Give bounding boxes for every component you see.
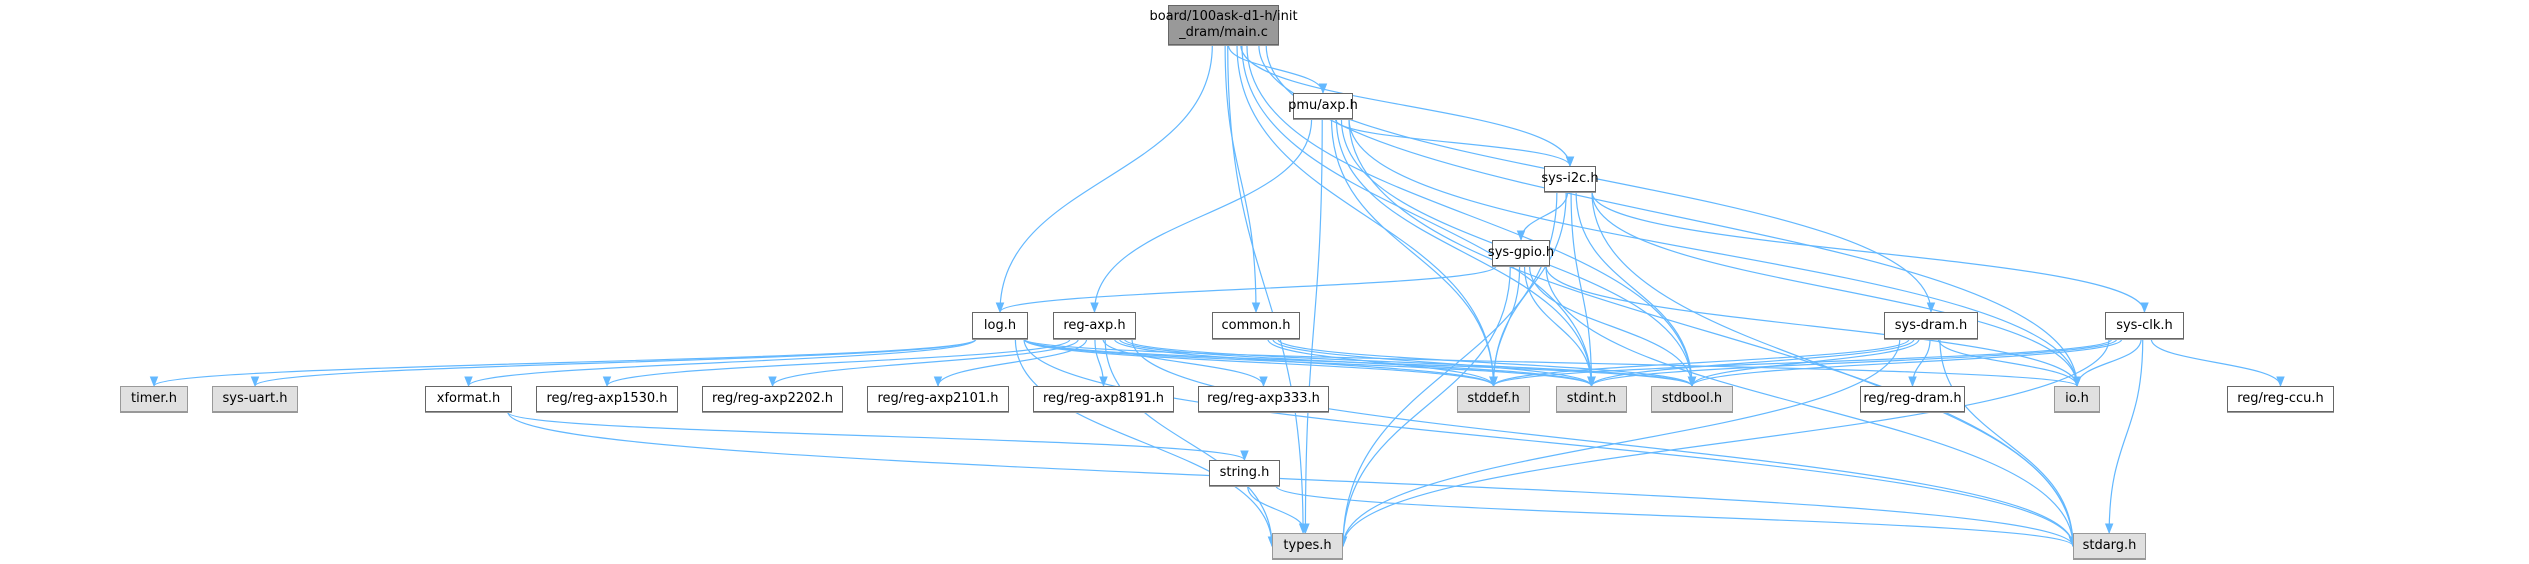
edge-gpio-to-types <box>1338 265 1511 548</box>
node-pmu[interactable]: pmu/axp.h <box>1288 93 1358 119</box>
node-stdint: stdint.h <box>1556 386 1627 412</box>
node-log[interactable]: log.h <box>972 312 1028 339</box>
edge-main-to-pmu <box>1227 44 1328 95</box>
edge-log-to-stdarg <box>1023 338 2078 548</box>
node-uart: sys-uart.h <box>212 386 298 412</box>
node-regdram[interactable]: reg/reg-dram.h <box>1860 386 1965 412</box>
edge-common-to-stddef <box>1267 338 1498 388</box>
edge-clk-to-io <box>2072 338 2142 388</box>
edge-main-to-log <box>995 44 1213 314</box>
edge-xformat-to-string <box>506 411 1249 462</box>
edge-pmu-to-stddef <box>1330 118 1498 388</box>
node-a2202[interactable]: reg/reg-axp2202.h <box>702 386 843 412</box>
edge-pmu-to-regaxp <box>1090 118 1313 314</box>
node-clk[interactable]: sys-clk.h <box>2105 312 2184 339</box>
edge-common-to-stdint <box>1272 338 1596 388</box>
node-stddef: stddef.h <box>1457 386 1530 412</box>
edge-clk-to-types <box>1338 338 2110 548</box>
edge-clk-to-stdarg <box>2104 338 2144 535</box>
edge-pmu-to-i2c <box>1334 118 1575 168</box>
edge-main-to-i2c <box>1240 44 1575 168</box>
edge-pmu-to-io <box>1348 118 2082 388</box>
node-a8191[interactable]: reg/reg-axp8191.h <box>1033 386 1174 412</box>
edge-clk-to-regccu <box>2150 338 2285 388</box>
node-regccu[interactable]: reg/reg-ccu.h <box>2227 386 2334 412</box>
edge-string-to-stdarg <box>1275 485 2078 548</box>
edge-dram-to-regdram <box>1908 338 1931 388</box>
edge-dram-to-stddef <box>1489 338 1910 388</box>
edge-regaxp-to-stdarg <box>1131 338 2078 548</box>
edge-log-to-types <box>1014 338 1277 548</box>
edge-log-to-timer <box>150 338 977 388</box>
edge-log-to-io <box>1023 338 2081 388</box>
edge-regaxp-to-a333 <box>1102 338 1268 388</box>
edge-gpio-to-stdint <box>1523 265 1596 388</box>
edge-dram-to-stdarg <box>1939 338 2078 548</box>
edge-i2c-to-stdint <box>1570 191 1596 388</box>
edge-clk-to-stdint <box>1587 338 2118 388</box>
node-a333[interactable]: reg/reg-axp333.h <box>1198 386 1329 412</box>
edge-xformat-to-stdarg <box>507 411 2078 548</box>
edge-main-to-common <box>1224 44 1261 314</box>
edge-pmu-to-types <box>1301 118 1323 535</box>
edge-gpio-to-io <box>1545 265 2082 388</box>
node-timer: timer.h <box>120 386 188 412</box>
edge-gpio-to-log <box>995 265 1497 314</box>
edge-main-to-stdbool <box>1246 44 1697 388</box>
node-stdbool: stdbool.h <box>1651 386 1733 412</box>
edge-regaxp-to-a1530 <box>602 338 1071 388</box>
node-a2101[interactable]: reg/reg-axp2101.h <box>867 386 1009 412</box>
edge-i2c-to-stdbool <box>1575 191 1697 388</box>
edge-log-to-uart <box>250 338 977 388</box>
edge-regaxp-to-types <box>1104 338 1277 548</box>
node-regaxp[interactable]: reg-axp.h <box>1053 312 1136 339</box>
edge-common-to-stdbool <box>1277 338 1697 388</box>
node-xformat[interactable]: xformat.h <box>425 386 512 412</box>
node-i2c[interactable]: sys-i2c.h <box>1541 166 1599 192</box>
edge-dram-to-io <box>1937 338 2082 388</box>
edge-clk-to-stddef <box>1489 338 2113 388</box>
node-types: types.h <box>1272 533 1343 559</box>
edge-clk-to-stdbool <box>1687 338 2123 388</box>
edge-regaxp-to-a2101 <box>933 338 1088 388</box>
edge-main-to-stdint <box>1241 44 1596 388</box>
node-main: board/100ask-d1-h/init _dram/main.c <box>1149 5 1298 45</box>
edge-log-to-xformat <box>464 338 977 388</box>
edge-regaxp-to-a2202 <box>768 338 1079 388</box>
node-dram[interactable]: sys-dram.h <box>1884 312 1978 339</box>
edge-regaxp-to-a8191 <box>1094 338 1108 388</box>
edge-i2c-to-clk <box>1591 191 2149 314</box>
edge-gpio-to-stdarg <box>1545 265 2078 548</box>
node-io: io.h <box>2054 386 2100 412</box>
edge-main-to-stddef <box>1236 44 1498 388</box>
node-a1530[interactable]: reg/reg-axp1530.h <box>536 386 678 412</box>
edge-string-to-types <box>1247 485 1310 535</box>
edge-pmu-to-stdint <box>1335 118 1596 388</box>
edge-regaxp-to-stdint <box>1118 338 1596 388</box>
node-gpio[interactable]: sys-gpio.h <box>1488 240 1554 266</box>
edge-regaxp-to-stdbool <box>1123 338 1697 388</box>
node-common[interactable]: common.h <box>1212 312 1300 339</box>
node-string[interactable]: string.h <box>1209 460 1280 486</box>
node-stdarg: stdarg.h <box>2073 533 2146 559</box>
edge-dram-to-types <box>1338 338 1901 548</box>
